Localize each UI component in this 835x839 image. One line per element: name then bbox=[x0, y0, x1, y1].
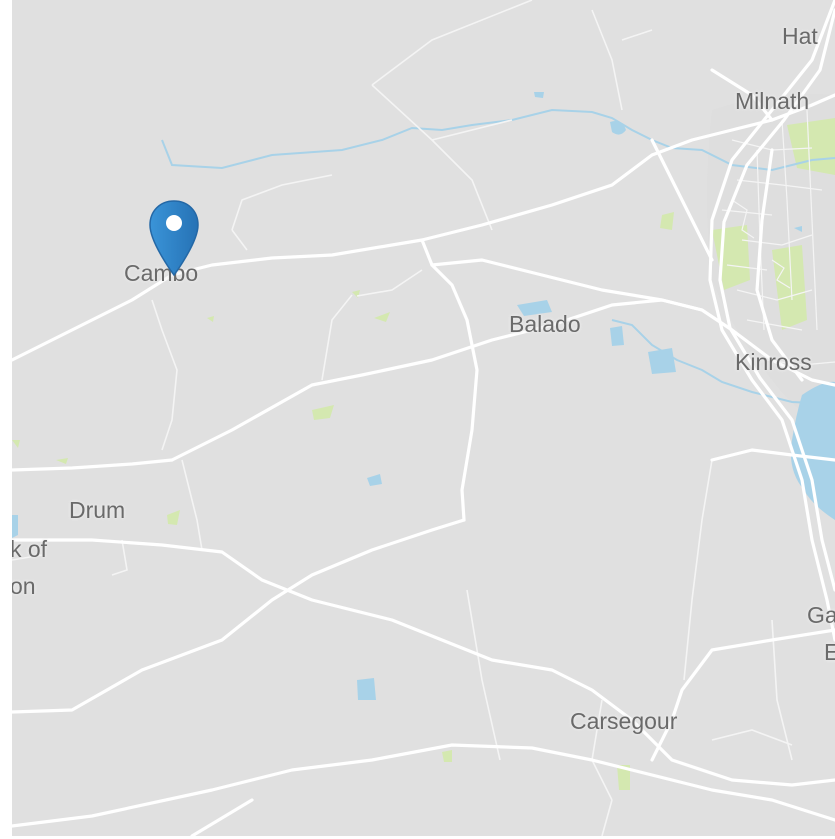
place-label-hatton: Hat bbox=[782, 23, 818, 49]
place-label-drum: Drum bbox=[69, 497, 126, 523]
map-tiles bbox=[12, 0, 835, 836]
place-label-milnathort: Milnath bbox=[735, 88, 810, 114]
place-label-kinross: Kinross bbox=[735, 349, 812, 375]
place-label-ga-line1: Ga bbox=[807, 602, 835, 628]
map-pin-icon[interactable] bbox=[148, 199, 200, 279]
kinross-urban-area bbox=[707, 94, 835, 430]
green-areas bbox=[12, 118, 835, 790]
minor-roads bbox=[12, 0, 793, 836]
main-roads bbox=[12, 0, 835, 836]
place-label-kirk-of-line1: k of bbox=[12, 536, 48, 562]
place-label-ga-line2: E bbox=[824, 639, 835, 665]
place-label-balado: Balado bbox=[509, 311, 581, 337]
place-label-carsegour: Carsegour bbox=[570, 708, 678, 734]
place-label-kirk-of-line2: on bbox=[12, 573, 36, 599]
water-features bbox=[12, 92, 835, 700]
map-view[interactable]: Cambo Balado Drum Kinross Milnath Hat Ca… bbox=[12, 0, 835, 836]
